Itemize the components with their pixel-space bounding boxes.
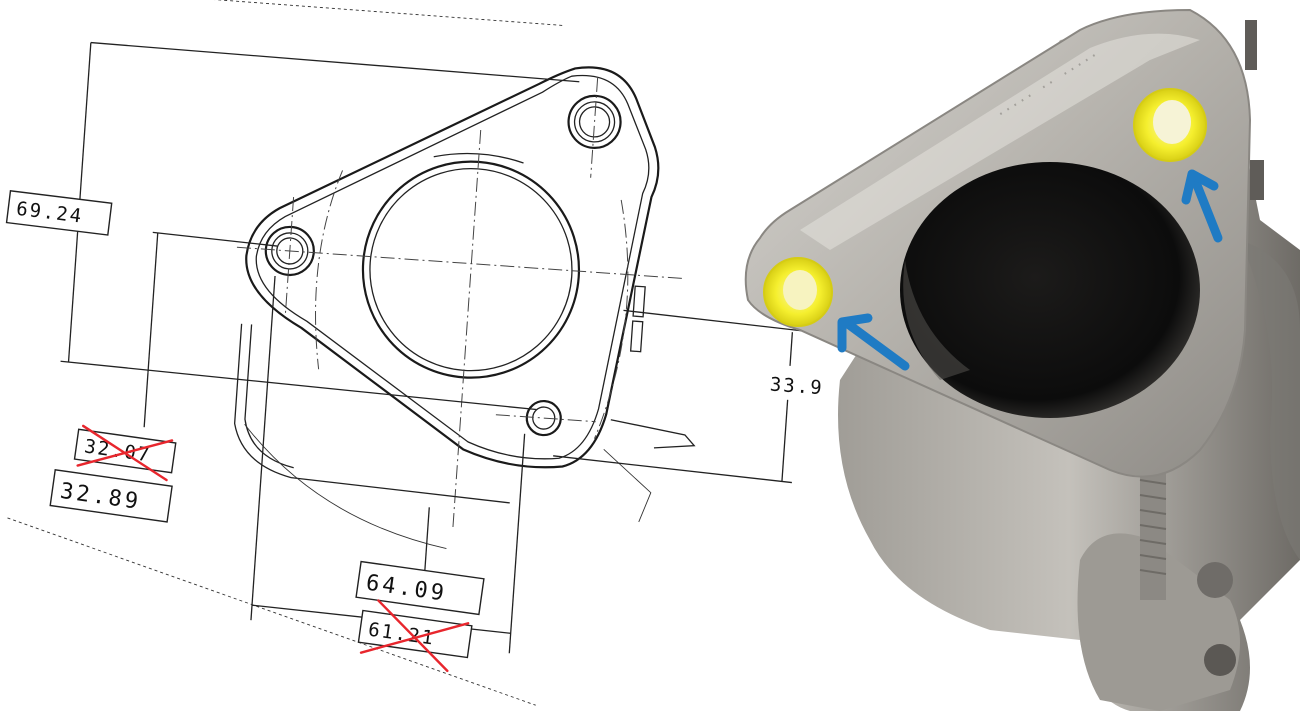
fitting-top [1245, 20, 1257, 70]
flange-outline [245, 66, 660, 469]
dim-69-box [5, 190, 113, 236]
dim-32-old-box [73, 428, 177, 474]
dim-64-new-label: 64.09 [355, 560, 485, 616]
plate-highlight [800, 33, 1200, 250]
highlighted-hole-left [763, 257, 833, 327]
dim-32-new-box [49, 469, 173, 523]
strike-61-old-a [377, 599, 449, 673]
bore-wall [903, 260, 970, 380]
dim-64-new-box [355, 560, 485, 616]
bracket-bolt [1204, 644, 1236, 676]
dim-33-label: 33.9 [760, 364, 834, 403]
highlighted-hole-right [1133, 88, 1207, 162]
lower-body-details [233, 285, 696, 550]
exhaust-bore [900, 162, 1200, 418]
scan-edge-top [104, 0, 564, 26]
centerlines [236, 77, 686, 530]
main-bore [361, 152, 581, 379]
dim-32-new-label: 32.89 [49, 469, 173, 523]
arrow-left-hole [837, 313, 910, 371]
dimension-lines [60, 41, 803, 654]
housing-shadow [1240, 240, 1300, 560]
strike-61-old-b [359, 622, 470, 654]
dim-33-box [760, 364, 834, 403]
dim-33-text: 33.9 [769, 374, 824, 400]
flange-outline-inner [255, 74, 650, 460]
technical-drawing [7, 0, 803, 706]
dim-32-old-label: 32.07 [73, 424, 177, 482]
strike-32-old-b [76, 439, 174, 467]
fitting-side [1250, 160, 1264, 200]
arrow-right-hole [1181, 169, 1223, 243]
stud-thread [1139, 479, 1167, 575]
part-photo: ····· ·· ····· [744, 8, 1300, 711]
dim-69-label: 69.24 [5, 190, 113, 236]
dim-61-old-label: 61.21 [357, 599, 473, 673]
bracket-nut [1197, 562, 1233, 598]
